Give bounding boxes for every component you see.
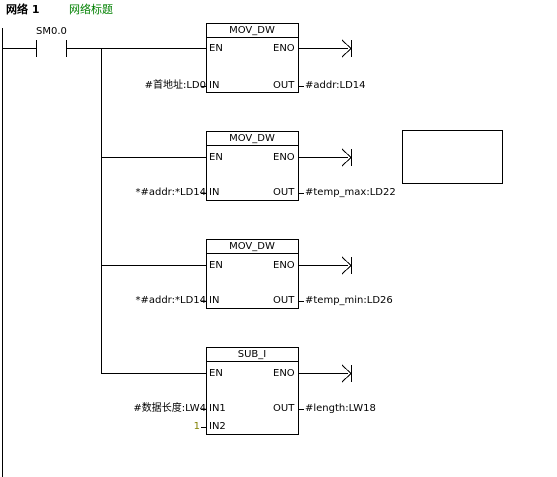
out-pin-label: OUT xyxy=(273,80,295,91)
block-title[interactable]: MOV_DW xyxy=(229,133,275,144)
out-operand[interactable]: #addr:LD14 xyxy=(305,80,366,91)
out-operand[interactable]: #temp_min:LD26 xyxy=(305,295,393,306)
out-operand[interactable]: #length:LW18 xyxy=(305,403,376,414)
en-pin-label: EN xyxy=(209,260,223,271)
in2-operand[interactable]: 1 xyxy=(193,421,200,432)
block-title[interactable]: MOV_DW xyxy=(229,241,275,252)
in-pin-label: IN xyxy=(209,187,220,198)
sub-i-block xyxy=(206,347,299,435)
eno-pin-label: ENO xyxy=(273,152,295,163)
contact-sm0-0 xyxy=(36,40,67,57)
out-operand[interactable]: #temp_max:LD22 xyxy=(305,187,396,198)
en-pin-label: EN xyxy=(209,152,223,163)
block-title[interactable]: MOV_DW xyxy=(229,25,275,36)
empty-selection-box xyxy=(402,130,503,184)
in-pin-label: IN xyxy=(209,295,220,306)
mov-dw-block-2 xyxy=(206,131,299,201)
in2-pin-label: IN2 xyxy=(209,421,226,432)
in-operand[interactable]: #首地址:LD0 xyxy=(144,80,206,91)
eno-pin-label: ENO xyxy=(273,43,295,54)
eno-pin-label: ENO xyxy=(273,260,295,271)
mov-dw-block-1 xyxy=(206,23,299,93)
network-label[interactable]: 网络 1 xyxy=(6,3,40,16)
network-comment[interactable]: 网络标题 xyxy=(69,3,113,16)
contact-label[interactable]: SM0.0 xyxy=(36,26,67,37)
in-operand[interactable]: *#addr:*LD14 xyxy=(135,295,206,306)
out-pin-label: OUT xyxy=(273,295,295,306)
in-operand[interactable]: *#addr:*LD14 xyxy=(135,187,206,198)
out-pin-label: OUT xyxy=(273,187,295,198)
in1-operand[interactable]: #数据长度:LW4 xyxy=(133,403,206,414)
in-pin-label: IN xyxy=(209,80,220,91)
eno-pin-label: ENO xyxy=(273,368,295,379)
block-title[interactable]: SUB_I xyxy=(237,349,267,360)
mov-dw-block-3 xyxy=(206,239,299,309)
en-pin-label: EN xyxy=(209,368,223,379)
out-pin-label: OUT xyxy=(273,403,295,414)
en-pin-label: EN xyxy=(209,43,223,54)
in1-pin-label: IN1 xyxy=(209,403,226,414)
